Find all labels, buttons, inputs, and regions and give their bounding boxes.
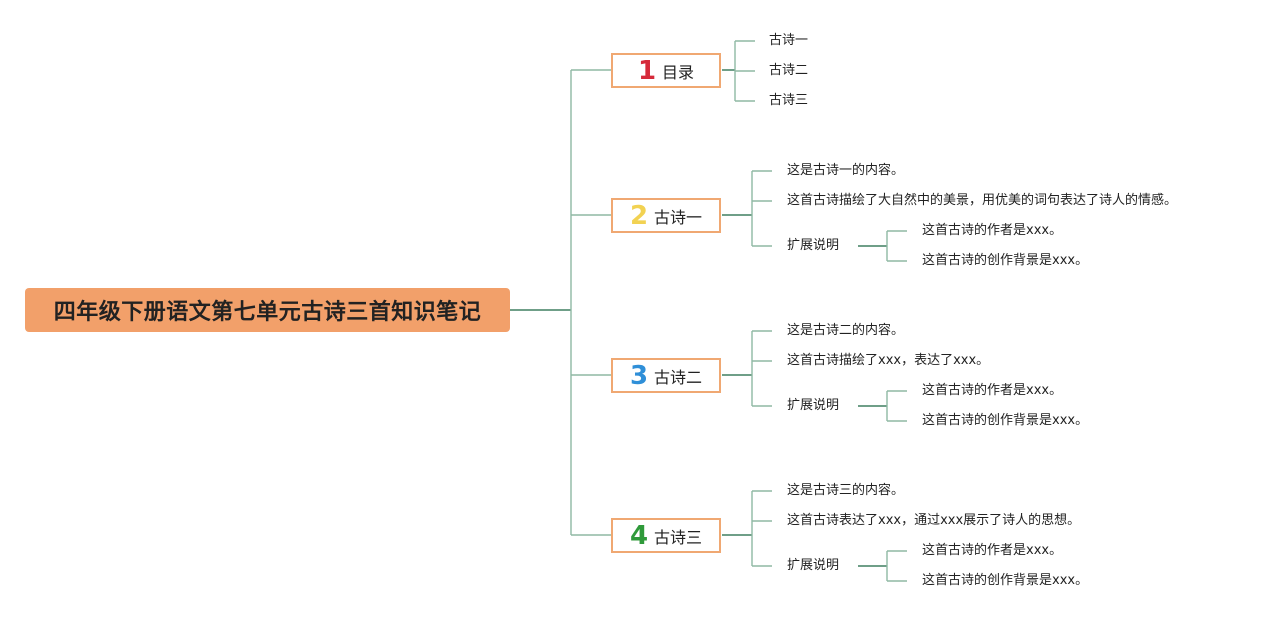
root-title: 四年级下册语文第七单元古诗三首知识笔记	[53, 300, 482, 325]
extra-label[interactable]: 扩展说明	[787, 558, 840, 573]
leaf-item[interactable]: 这首古诗的创作背景是xxx。	[922, 253, 1089, 268]
number-2-icon: 2	[629, 200, 649, 231]
extra-label[interactable]: 扩展说明	[787, 238, 840, 253]
number-4-icon: 4	[629, 520, 649, 551]
branch-label: 目录	[662, 62, 695, 82]
leaf-item[interactable]: 这首古诗的作者是xxx。	[922, 383, 1063, 398]
branch-poem-3[interactable]: 4 古诗三	[611, 518, 721, 553]
leaf-item[interactable]: 这是古诗三的内容。	[787, 483, 905, 498]
leaf-item[interactable]: 这首古诗的作者是xxx。	[922, 543, 1063, 558]
extra-label[interactable]: 扩展说明	[787, 398, 840, 413]
leaf-item[interactable]: 古诗一	[769, 33, 809, 48]
branch-toc[interactable]: 1 目录	[611, 53, 721, 88]
branch-poem-2[interactable]: 3 古诗二	[611, 358, 721, 393]
branch-label: 古诗三	[654, 527, 703, 547]
leaf-item[interactable]: 这是古诗二的内容。	[787, 323, 905, 338]
leaf-item[interactable]: 这首古诗的创作背景是xxx。	[922, 413, 1089, 428]
leaf-item[interactable]: 这首古诗的作者是xxx。	[922, 223, 1063, 238]
root-topic[interactable]: 四年级下册语文第七单元古诗三首知识笔记	[25, 288, 510, 332]
leaf-item[interactable]: 这首古诗描绘了xxx，表达了xxx。	[787, 353, 990, 368]
number-3-icon: 3	[629, 360, 649, 391]
branch-label: 古诗二	[654, 367, 703, 387]
leaf-item[interactable]: 古诗二	[769, 63, 809, 78]
leaf-item[interactable]: 古诗三	[769, 93, 809, 108]
leaf-item[interactable]: 这首古诗的创作背景是xxx。	[922, 573, 1089, 588]
branch-label: 古诗一	[654, 207, 703, 227]
number-1-icon: 1	[637, 55, 657, 86]
leaf-item[interactable]: 这首古诗描绘了大自然中的美景，用优美的词句表达了诗人的情感。	[787, 193, 1178, 208]
leaf-item[interactable]: 这首古诗表达了xxx，通过xxx展示了诗人的思想。	[787, 513, 1081, 528]
leaf-item[interactable]: 这是古诗一的内容。	[787, 163, 905, 178]
branch-poem-1[interactable]: 2 古诗一	[611, 198, 721, 233]
